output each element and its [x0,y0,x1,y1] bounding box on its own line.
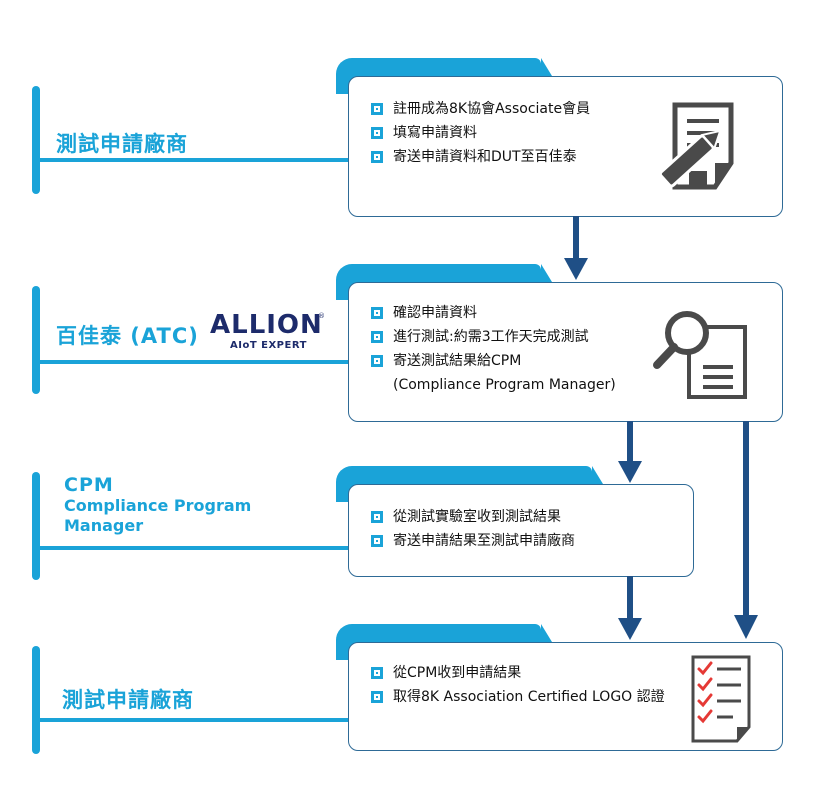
row1-list: 註冊成為8K協會Associate會員 填寫申請資料 寄送申請資料和DUT至百佳… [371,97,590,169]
row4-label: 測試申請廠商 [62,688,194,712]
row3-list: 從測試實驗室收到測試結果 寄送申請結果至測試申請廠商 [371,505,575,553]
row1-bar [32,86,40,194]
flow-arrow-long [734,421,758,639]
magnifier-document-icon [653,311,747,399]
row2-list: 確認申請資料 進行測試:約需3工作天完成測試 寄送測試結果給CPM (Compl… [371,301,616,397]
bullet-icon [371,691,383,703]
bullet-icon [371,331,383,343]
list-item: 寄送測試結果給CPM [371,349,616,373]
row2-card: 確認申請資料 進行測試:約需3工作天完成測試 寄送測試結果給CPM (Compl… [348,282,783,422]
list-item: 取得8K Association Certified LOGO 認證 [371,685,665,709]
allion-logo: ALLION ® AIoT EXPERT [210,310,325,351]
document-pen-icon [658,102,734,190]
list-item: 寄送申請結果至測試申請廠商 [371,529,575,553]
bullet-icon [371,355,383,367]
row4-card: 從CPM收到申請結果 取得8K Association Certified LO… [348,642,783,751]
row2-bar [32,286,40,394]
row3-card: 從測試實驗室收到測試結果 寄送申請結果至測試申請廠商 [348,484,694,577]
list-item: 寄送申請資料和DUT至百佳泰 [371,145,590,169]
row3-label: CPM Compliance Program Manager [64,474,252,535]
flow-arrow [618,576,642,640]
list-item: 確認申請資料 [371,301,616,325]
flow-arrow [618,421,642,483]
row4-bar [32,646,40,754]
bullet-icon [371,535,383,547]
list-item: 從測試實驗室收到測試結果 [371,505,575,529]
row2-connector [40,360,350,364]
bullet-icon [371,667,383,679]
row1-connector [40,158,350,162]
list-item: 填寫申請資料 [371,121,590,145]
list-item-continuation: (Compliance Program Manager) [393,377,616,393]
bullet-icon [371,151,383,163]
bullet-icon [371,307,383,319]
list-item: 從CPM收到申請結果 [371,661,665,685]
checklist-icon [691,655,751,743]
row3-connector [40,546,350,550]
row4-list: 從CPM收到申請結果 取得8K Association Certified LO… [371,661,665,709]
bullet-icon [371,511,383,523]
list-item: 註冊成為8K協會Associate會員 [371,97,590,121]
row2-label: 百佳泰 (ATC) [56,324,199,348]
row1-card: 註冊成為8K協會Associate會員 填寫申請資料 寄送申請資料和DUT至百佳… [348,76,783,217]
list-item: 進行測試:約需3工作天完成測試 [371,325,616,349]
bullet-icon [371,127,383,139]
row3-bar [32,472,40,580]
flow-arrow [564,216,588,280]
bullet-icon [371,103,383,115]
row4-connector [40,718,350,722]
row1-label: 測試申請廠商 [56,132,188,156]
